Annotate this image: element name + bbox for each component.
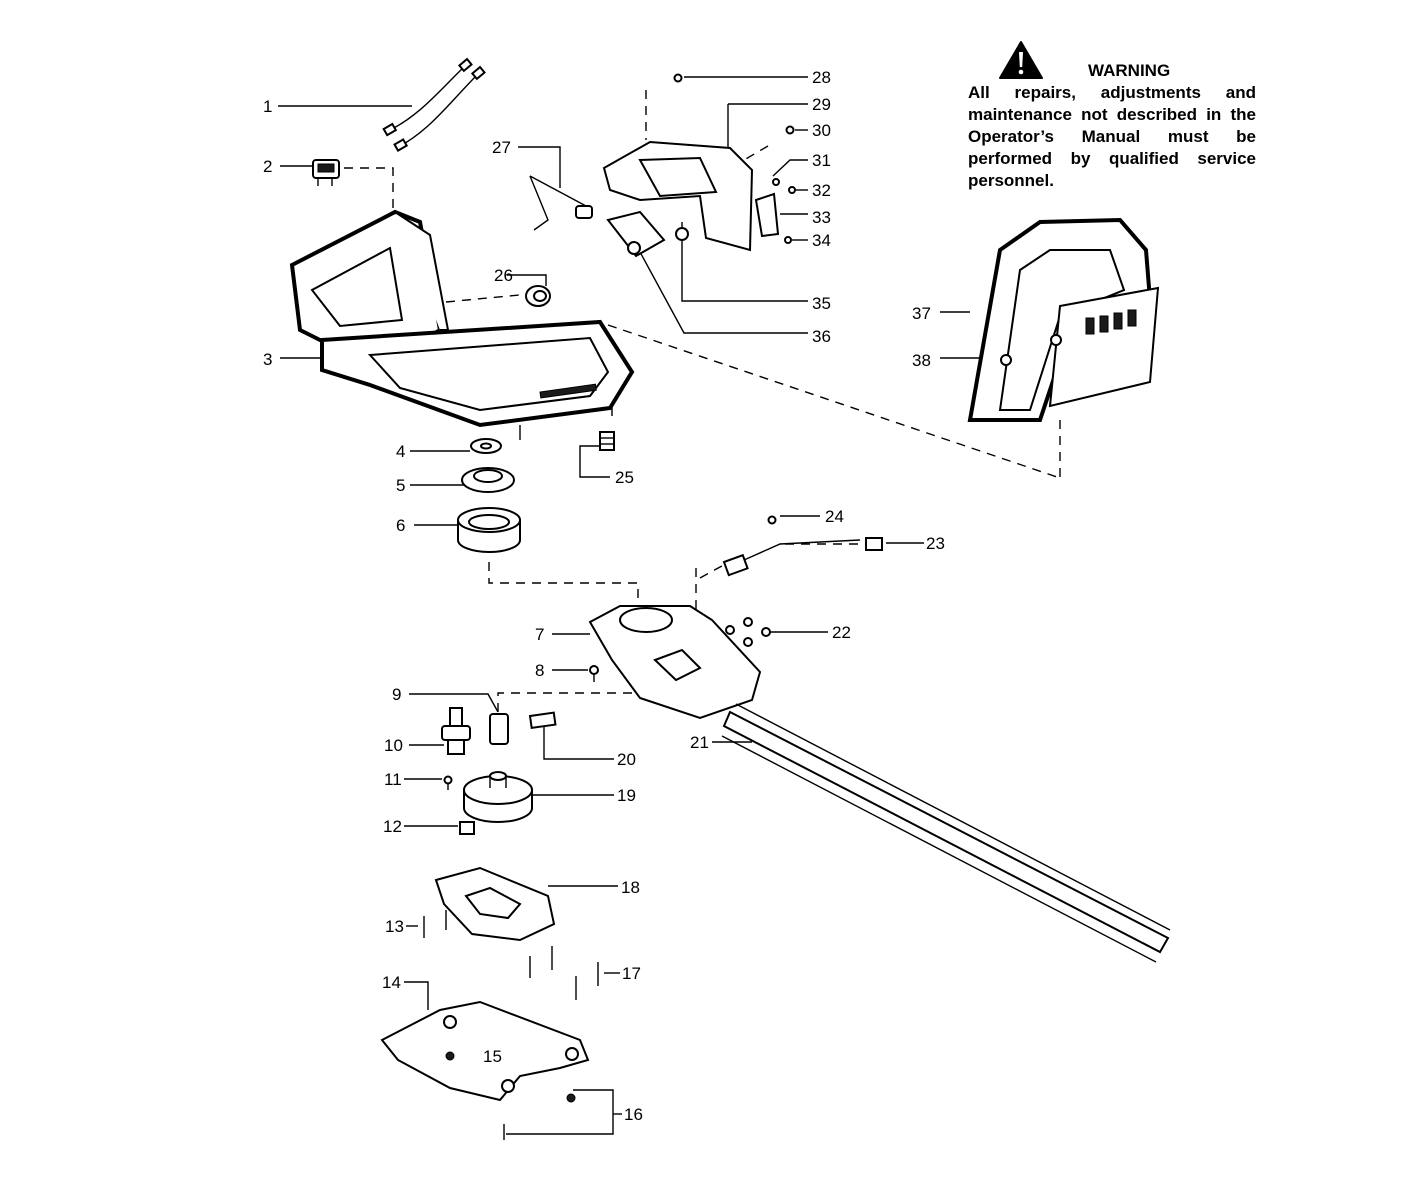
part-gear-housing: [588, 605, 762, 720]
callout-16: 16: [624, 1105, 643, 1124]
callout-25: 25: [615, 468, 634, 487]
callout-3: 3: [263, 350, 272, 369]
part-bottom-guard: [380, 1000, 590, 1102]
callout-10: 10: [384, 736, 403, 755]
part-screw-8: [589, 665, 599, 682]
callout-21: 21: [690, 733, 709, 752]
leader-lines: [278, 76, 1000, 1135]
part-clutch-shoe: [461, 467, 515, 493]
part-nut-12: [459, 821, 475, 835]
part-screws-16: [503, 1093, 576, 1140]
callout-20: 20: [617, 750, 636, 769]
part-grommet: [525, 285, 551, 307]
callout-28: 28: [812, 68, 831, 87]
callout-33: 33: [812, 208, 831, 227]
part-nuts-22: [725, 617, 771, 647]
callout-4: 4: [396, 442, 405, 461]
callout-9: 9: [392, 685, 401, 704]
warning-triangle-icon: [999, 41, 1043, 79]
part-washer: [470, 438, 502, 454]
callout-2: 2: [263, 157, 272, 176]
callout-1: 1: [263, 97, 272, 116]
part-ignition-lead: [722, 515, 883, 577]
part-screws-13: [423, 910, 447, 938]
callout-37: 37: [912, 304, 931, 323]
part-screws-17: [529, 946, 599, 1000]
callout-12: 12: [383, 817, 402, 836]
callout-31: 31: [812, 151, 831, 170]
callout-6: 6: [396, 516, 405, 535]
callout-26: 26: [494, 266, 513, 285]
callout-27: 27: [492, 138, 511, 157]
part-front-handle: [967, 217, 1160, 422]
callout-5: 5: [396, 476, 405, 495]
callout-34: 34: [812, 231, 831, 250]
part-cutting-blade: [721, 703, 1171, 963]
part-pad: [528, 711, 557, 730]
callout-38: 38: [912, 351, 931, 370]
warning-header: WARNING: [968, 41, 1256, 82]
part-throttle-rod: [529, 175, 593, 231]
callout-17: 17: [622, 964, 641, 983]
part-gear: [463, 771, 533, 823]
callout-35: 35: [812, 294, 831, 313]
part-switch: [312, 159, 340, 186]
callout-18: 18: [621, 878, 640, 897]
callout-13: 13: [385, 917, 404, 936]
part-screw-11: [443, 775, 453, 790]
callout-15: 15: [483, 1047, 502, 1066]
part-bearing: [441, 707, 471, 755]
warning-text: All repairs, adjustments and maintenance…: [968, 83, 1256, 190]
part-clutch-drum: [457, 507, 521, 553]
callout-22: 22: [832, 623, 851, 642]
part-throttle-handle: [602, 73, 796, 258]
part-nut-15: [445, 1051, 455, 1061]
callout-14: 14: [382, 973, 401, 992]
warning-title: WARNING: [1088, 61, 1171, 80]
callout-24: 24: [825, 507, 844, 526]
part-spring: [599, 431, 615, 451]
part-handle-housing: [289, 209, 635, 440]
callout-29: 29: [812, 95, 831, 114]
callout-32: 32: [812, 181, 831, 200]
assembly-dashed-lines: [344, 90, 1061, 712]
callout-30: 30: [812, 121, 831, 140]
part-bottom-cover: [434, 866, 556, 942]
part-pinion: [489, 713, 509, 745]
callout-8: 8: [535, 661, 544, 680]
part-wire-harness: [382, 57, 486, 152]
callout-36: 36: [812, 327, 831, 346]
callout-7: 7: [535, 625, 544, 644]
warning-notice: WARNING All repairs, adjustments and mai…: [968, 41, 1256, 192]
callout-19: 19: [617, 786, 636, 805]
callout-23: 23: [926, 534, 945, 553]
callout-11: 11: [384, 770, 402, 789]
callout-labels: 1 2 3 4 5 6 7 8 9 10 11 12 13 14 15 16 1…: [263, 68, 945, 1124]
